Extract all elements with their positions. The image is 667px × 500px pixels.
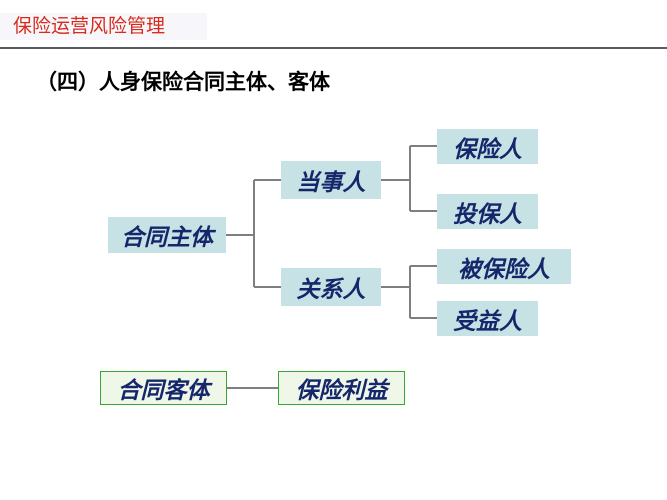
node-insured[interactable]: 被保险人 bbox=[437, 249, 571, 284]
header-title-background bbox=[0, 13, 207, 40]
header-title: 保险运营风险管理 bbox=[13, 15, 166, 37]
node-policyholder[interactable]: 投保人 bbox=[437, 194, 538, 229]
node-insurable-interest[interactable]: 保险利益 bbox=[278, 371, 405, 405]
node-contract-subject[interactable]: 合同主体 bbox=[108, 217, 226, 253]
node-beneficiary[interactable]: 受益人 bbox=[437, 301, 538, 336]
slide-header: 保险运营风险管理 bbox=[0, 0, 667, 49]
slide-subtitle: （四）人身保险合同主体、客体 bbox=[36, 70, 330, 94]
node-party[interactable]: 当事人 bbox=[281, 161, 381, 199]
node-contract-object[interactable]: 合同客体 bbox=[100, 371, 227, 405]
header-divider bbox=[0, 47, 667, 49]
node-insurer[interactable]: 保险人 bbox=[437, 129, 538, 164]
node-related-person[interactable]: 关系人 bbox=[281, 268, 381, 306]
